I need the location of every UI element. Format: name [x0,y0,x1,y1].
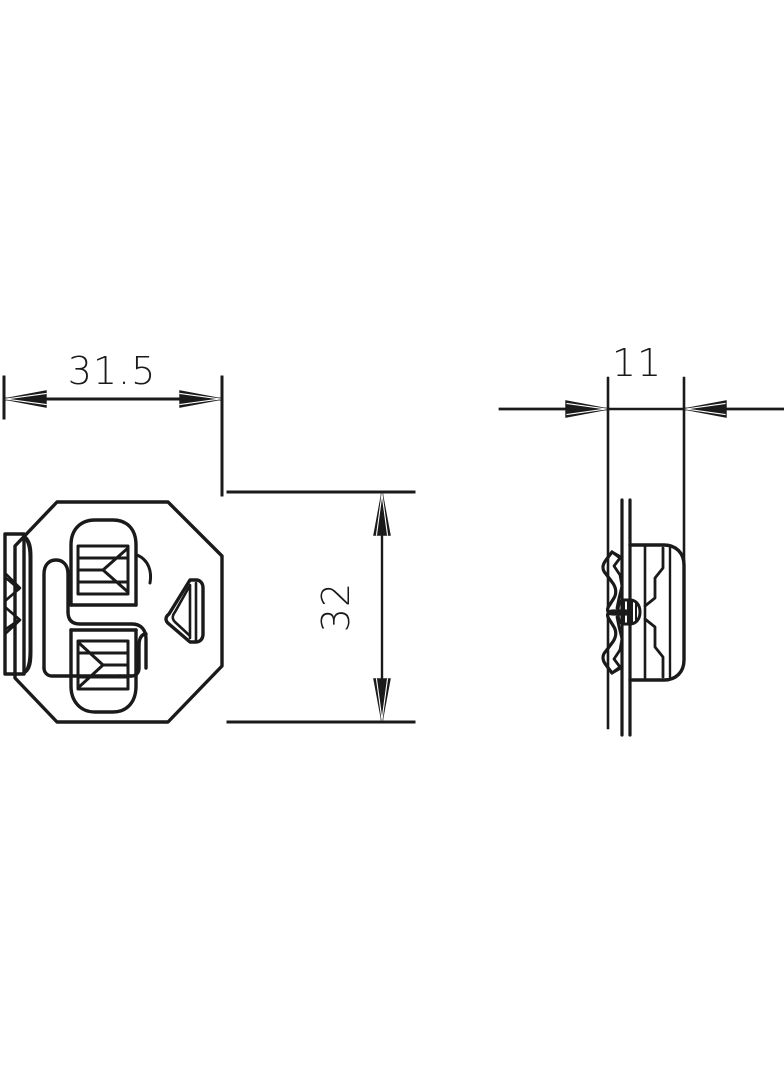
dimension-32-label: 32 [314,582,358,632]
left-rail-assembly [3,532,33,676]
lug-outline [616,598,642,626]
wedge-detail [164,578,205,644]
body-profile-outline [628,543,686,682]
lower-hook-tip [610,667,621,675]
body-step-lower [643,617,665,679]
lower-hook-inner [610,615,624,675]
front-view [3,500,224,724]
hook-bottom-left [42,666,122,678]
rail-chevron-upper-line [4,576,21,591]
upper-hook-tip [610,550,621,558]
hook-return [129,643,141,678]
hook-return-top [137,632,148,647]
upper-clip [69,518,153,607]
side-view [601,498,686,737]
dimension-11-label: 11 [612,341,662,385]
arrowhead-top [373,491,391,536]
rail-inner-edge [22,534,33,675]
arrowhead-right [179,390,223,408]
lower-hook-path [601,609,628,675]
upper-clip-outline [69,518,138,607]
body-step-upper [643,546,665,608]
lower-hook-arm [601,609,628,675]
hook-left-arm [42,558,70,670]
dimension-31-5-label: 31.5 [68,349,157,393]
arrowhead-left [3,390,47,408]
lower-clip-outline [69,628,138,714]
dimension-32: 32 [226,490,416,724]
dimension-31-5: 31.5 [2,349,224,497]
body-profile [628,543,686,682]
arrowhead-right [683,400,727,418]
body-outline [13,500,224,724]
upper-clip-window [76,544,130,596]
mounting-panel [620,498,632,737]
center-lug [616,598,642,626]
upper-hook-inner [610,550,624,610]
routing-hook [42,558,148,678]
rail-inner-edge-2 [25,539,31,671]
wedge-inner-taper [171,585,191,637]
arrowhead-left [565,400,609,418]
rail-chevron-lower-line [4,618,21,631]
upper-clip-arc [135,553,153,585]
arrowhead-bottom [373,678,391,723]
rail-chevron-upper [3,571,22,603]
wedge-outline [164,578,205,644]
